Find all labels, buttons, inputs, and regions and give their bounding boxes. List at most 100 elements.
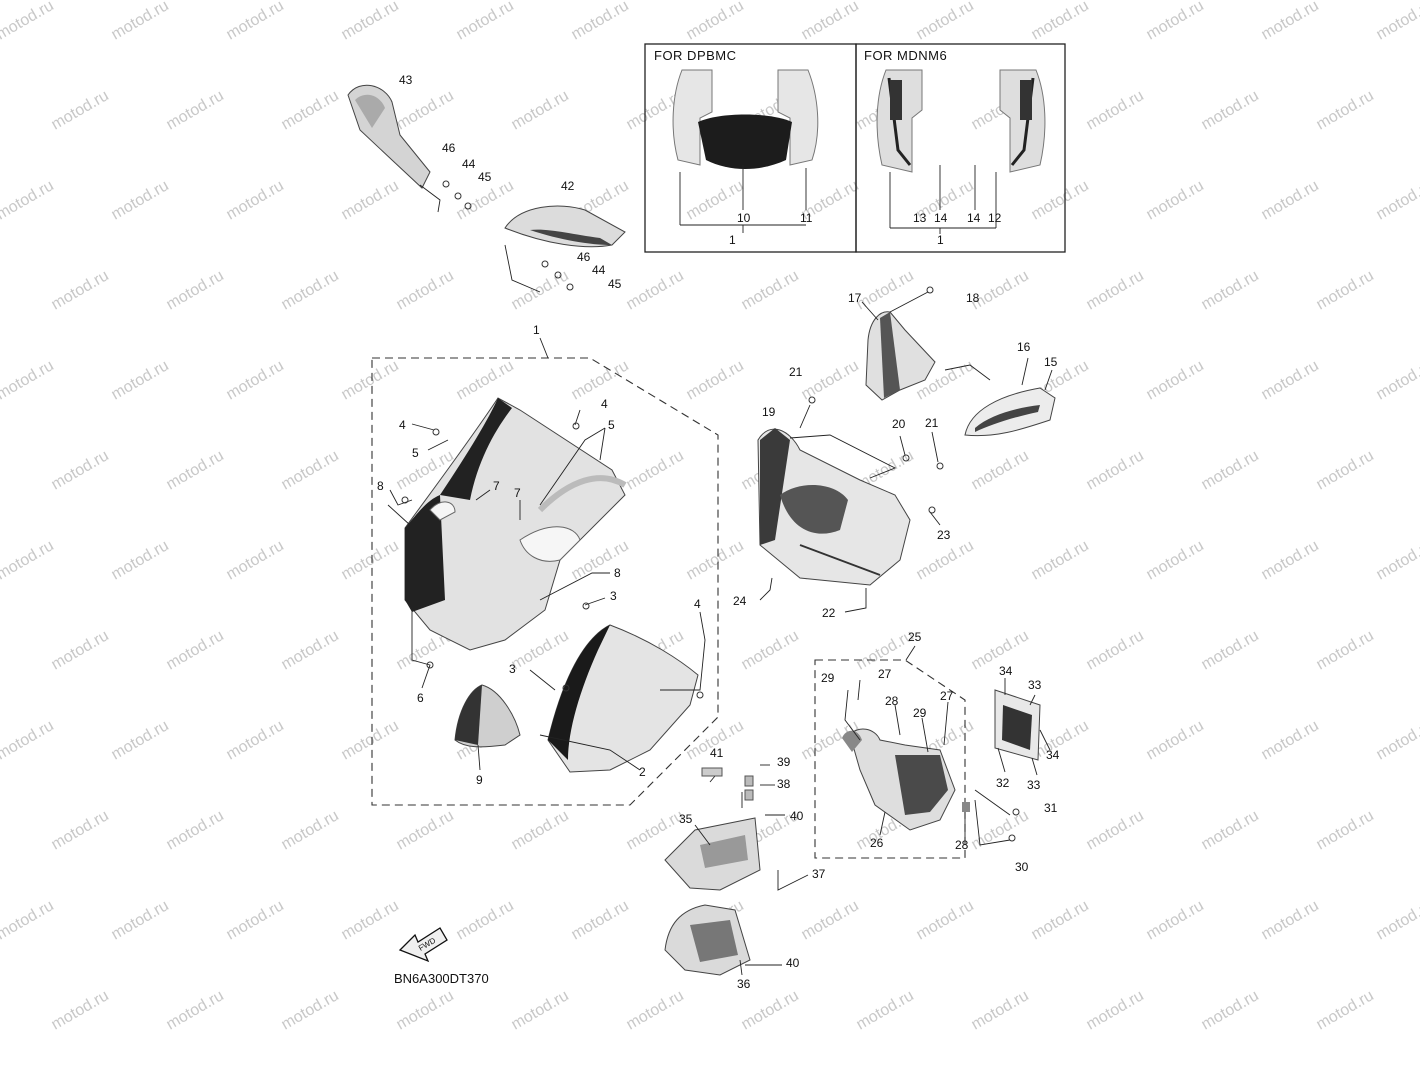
watermark-text: motod.ru (509, 807, 572, 853)
watermark-text: motod.ru (279, 987, 342, 1033)
watermark-text: motod.ru (914, 537, 977, 583)
callout-label: 10 (737, 211, 751, 225)
watermark-text: motod.ru (49, 987, 112, 1033)
callout-20: 20 (892, 417, 906, 431)
callout-41: 41 (710, 746, 724, 760)
watermark-text: motod.ru (454, 0, 517, 43)
watermark-text: motod.ru (1084, 267, 1147, 313)
callout-7: 7 (514, 486, 521, 500)
watermark-text: motod.ru (0, 537, 57, 583)
callout-42: 42 (561, 179, 575, 193)
watermark-text: motod.ru (49, 87, 112, 133)
watermark-text: motod.ru (279, 87, 342, 133)
watermark-text: motod.ru (1199, 627, 1262, 673)
callout-label: 1 (729, 233, 736, 247)
watermark-text: motod.ru (394, 987, 457, 1033)
watermark-text: motod.ru (109, 537, 172, 583)
duct-assembly-26 (842, 680, 1019, 845)
watermark-text: motod.ru (1144, 177, 1207, 223)
watermark-text: motod.ru (684, 0, 747, 43)
callout-3: 3 (610, 589, 617, 603)
watermark-text: motod.ru (1029, 177, 1092, 223)
callout-30: 30 (1015, 860, 1029, 874)
watermark-text: motod.ru (1029, 897, 1092, 943)
callout-38: 38 (777, 777, 791, 791)
callout-7: 7 (493, 479, 500, 493)
watermark-text: motod.ru (1259, 717, 1322, 763)
watermark-text: motod.ru (854, 987, 917, 1033)
watermark-text: motod.ru (1259, 0, 1322, 43)
watermark-text: motod.ru (799, 897, 862, 943)
inner-panel (455, 685, 520, 747)
watermark-text: motod.ru (339, 717, 402, 763)
callout-8: 8 (377, 479, 384, 493)
callout-27: 27 (878, 667, 892, 681)
watermark-text: motod.ru (509, 987, 572, 1033)
watermark-text: motod.ru (49, 267, 112, 313)
watermark-text: motod.ru (1144, 717, 1207, 763)
callout-44: 44 (462, 157, 476, 171)
watermark-text: motod.ru (624, 267, 687, 313)
watermark-text: motod.ru (509, 627, 572, 673)
watermark-text: motod.ru (1144, 897, 1207, 943)
watermark-text: motod.ru (854, 267, 917, 313)
watermark-text: motod.ru (1084, 987, 1147, 1033)
callout-21: 21 (789, 365, 803, 379)
watermark-text: motod.ru (509, 87, 572, 133)
watermark-text: motod.ru (339, 0, 402, 43)
callout-34: 34 (999, 664, 1013, 678)
callout-28: 28 (955, 838, 969, 852)
variant-box-mdnm6: FOR MDNM6 13 14 14 12 1 (856, 44, 1065, 252)
watermark-text: motod.ru (1374, 357, 1420, 403)
watermark-text: motod.ru (164, 807, 227, 853)
callout-36: 36 (737, 977, 751, 991)
watermark-text: motod.ru (49, 447, 112, 493)
watermark-text: motod.ru (1314, 627, 1377, 673)
watermark-text: motod.ru (1199, 87, 1262, 133)
callout-18: 18 (966, 291, 980, 305)
watermark-text: motod.ru (0, 0, 57, 43)
watermark-text: motod.ru (164, 447, 227, 493)
callout-label: 11 (800, 211, 813, 225)
watermark-text: motod.ru (49, 627, 112, 673)
callout-23: 23 (937, 528, 951, 542)
callout-45: 45 (608, 277, 622, 291)
callout-40: 40 (790, 809, 804, 823)
callout-39: 39 (777, 755, 791, 769)
watermark-text: motod.ru (1144, 537, 1207, 583)
callout-26: 26 (870, 836, 884, 850)
watermark-text: motod.ru (339, 357, 402, 403)
callout-19: 19 (762, 405, 776, 419)
watermark-text: motod.ru (1374, 537, 1420, 583)
watermark-text: motod.ru (49, 807, 112, 853)
watermark-text: motod.ru (224, 357, 287, 403)
watermark-text: motod.ru (684, 357, 747, 403)
watermark-text: motod.ru (739, 627, 802, 673)
watermark-text: motod.ru (739, 987, 802, 1033)
watermark-text: motod.ru (1314, 447, 1377, 493)
watermark-text: motod.ru (224, 0, 287, 43)
callout-31: 31 (1044, 801, 1058, 815)
watermark-text: motod.ru (454, 897, 517, 943)
watermark-text: motod.ru (279, 807, 342, 853)
watermark-text: motod.ru (109, 717, 172, 763)
callout-label: 13 (913, 211, 927, 225)
watermark-text: motod.ru (0, 717, 57, 763)
watermark-text: motod.ru (739, 267, 802, 313)
watermark-text: motod.ru (914, 0, 977, 43)
variant-header: FOR DPBMC (654, 48, 737, 63)
callout-46: 46 (577, 250, 591, 264)
diagram-code: BN6A300DT370 (394, 971, 489, 986)
watermark-text: motod.ru (1199, 987, 1262, 1033)
watermark-text: motod.ru (1259, 897, 1322, 943)
watermark-text: motod.ru (0, 897, 57, 943)
watermark-text: motod.ru (569, 537, 632, 583)
watermark-text: motod.ru (624, 447, 687, 493)
callout-1: 1 (533, 323, 540, 337)
watermark-text: motod.ru (1259, 357, 1322, 403)
watermark-text: motod.ru (684, 537, 747, 583)
watermark-text: motod.ru (1374, 717, 1420, 763)
watermark-text: motod.ru (224, 177, 287, 223)
watermark-text: motod.ru (394, 807, 457, 853)
